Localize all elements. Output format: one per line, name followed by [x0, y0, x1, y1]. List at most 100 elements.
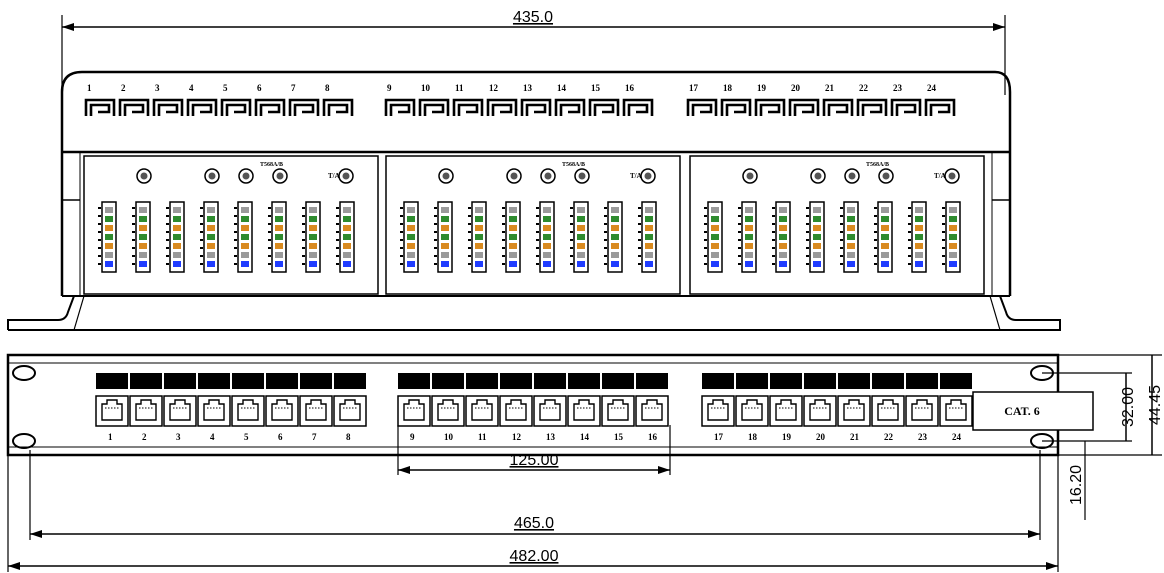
dim-hole-label: 465.0: [514, 515, 554, 532]
screw-head-icon: [342, 172, 350, 180]
top-port-number: 15: [591, 83, 601, 93]
keystone-icon: [384, 98, 416, 116]
idc-block: [840, 201, 862, 295]
idc-block: [302, 201, 324, 295]
label-strip: [198, 373, 230, 389]
arrow-left: [398, 466, 410, 474]
top-port-number: 4: [189, 83, 194, 93]
rj45-port[interactable]: [163, 395, 197, 427]
rj45-port[interactable]: [837, 395, 871, 427]
rj45-port[interactable]: [905, 395, 939, 427]
screw-head-icon: [140, 172, 148, 180]
keystone-icon: [686, 98, 718, 116]
keystone-icon: [822, 98, 854, 116]
label-strip: [466, 373, 498, 389]
rj45-port[interactable]: [735, 395, 769, 427]
label-strip: [164, 373, 196, 389]
idc-block: [336, 201, 358, 295]
keystone-icon: [720, 98, 752, 116]
rj45-port[interactable]: [197, 395, 231, 427]
front-port-number: 4: [210, 432, 215, 442]
front-port-number: 5: [244, 432, 249, 442]
keystone-icon: [890, 98, 922, 116]
idc-block: [468, 201, 490, 295]
rj45-port[interactable]: [635, 395, 669, 427]
rj45-port[interactable]: [769, 395, 803, 427]
label-strip: [804, 373, 836, 389]
rj45-port[interactable]: [397, 395, 431, 427]
idc-block: [806, 201, 828, 295]
keystone-icon: [220, 98, 252, 116]
rj45-port[interactable]: [601, 395, 635, 427]
label-strip: [96, 373, 128, 389]
rj45-port[interactable]: [701, 395, 735, 427]
label-strip: [872, 373, 904, 389]
idc-block: [502, 201, 524, 295]
rj45-port[interactable]: [871, 395, 905, 427]
label-strip: [702, 373, 734, 389]
keystone-icon: [788, 98, 820, 116]
label-strip: [940, 373, 972, 389]
front-port-number: 1: [108, 432, 113, 442]
front-port-number: 20: [816, 432, 826, 442]
top-port-number: 11: [455, 83, 464, 93]
rj45-port[interactable]: [333, 395, 367, 427]
label-strip: [130, 373, 162, 389]
rj45-port[interactable]: [803, 395, 837, 427]
top-port-number: 10: [421, 83, 431, 93]
dim-ear-label: 16.20: [1068, 465, 1085, 505]
rj45-port[interactable]: [265, 395, 299, 427]
front-jacks: [95, 395, 973, 427]
idc-block: [98, 201, 120, 295]
ta-label: T/A: [934, 172, 946, 180]
front-port-number: 19: [782, 432, 792, 442]
rj45-port[interactable]: [95, 395, 129, 427]
front-port-number: 24: [952, 432, 962, 442]
rj45-port[interactable]: [567, 395, 601, 427]
mount-hole-bottom-left: [12, 433, 36, 449]
rj45-port[interactable]: [299, 395, 333, 427]
front-port-number: 7: [312, 432, 317, 442]
category-label-box: [972, 391, 1094, 431]
front-port-number: 23: [918, 432, 928, 442]
front-port-number: 13: [546, 432, 556, 442]
label-strip: [432, 373, 464, 389]
top-port-number: 8: [325, 83, 330, 93]
keystone-icon: [588, 98, 620, 116]
top-port-number: 20: [791, 83, 801, 93]
keystone-icon: [254, 98, 286, 116]
keystone-icon: [288, 98, 320, 116]
keystone-icon: [452, 98, 484, 116]
front-port-number: 22: [884, 432, 894, 442]
idc-block: [200, 201, 222, 295]
label-strip: [636, 373, 668, 389]
rj45-port[interactable]: [431, 395, 465, 427]
idc-block: [268, 201, 290, 295]
idc-block: [400, 201, 422, 295]
rj45-port[interactable]: [129, 395, 163, 427]
module-box-2: [385, 155, 681, 295]
label-strip: [232, 373, 264, 389]
front-port-number: 6: [278, 432, 283, 442]
rj45-port[interactable]: [231, 395, 265, 427]
screw-head-icon: [814, 172, 822, 180]
rj45-port[interactable]: [533, 395, 567, 427]
category-label: CAT. 6: [1004, 404, 1040, 418]
idc-block: [638, 201, 660, 295]
module-caption: T568A/B: [260, 162, 283, 168]
rj45-port[interactable]: [499, 395, 533, 427]
label-strip: [534, 373, 566, 389]
module-box-1: [83, 155, 379, 295]
rj45-port[interactable]: [939, 395, 973, 427]
label-strip: [398, 373, 430, 389]
idc-block: [942, 201, 964, 295]
top-cable-icons: [84, 98, 956, 116]
ta-label: T/A: [328, 172, 340, 180]
rj45-port[interactable]: [465, 395, 499, 427]
front-port-number: 15: [614, 432, 624, 442]
idc-block: [570, 201, 592, 295]
